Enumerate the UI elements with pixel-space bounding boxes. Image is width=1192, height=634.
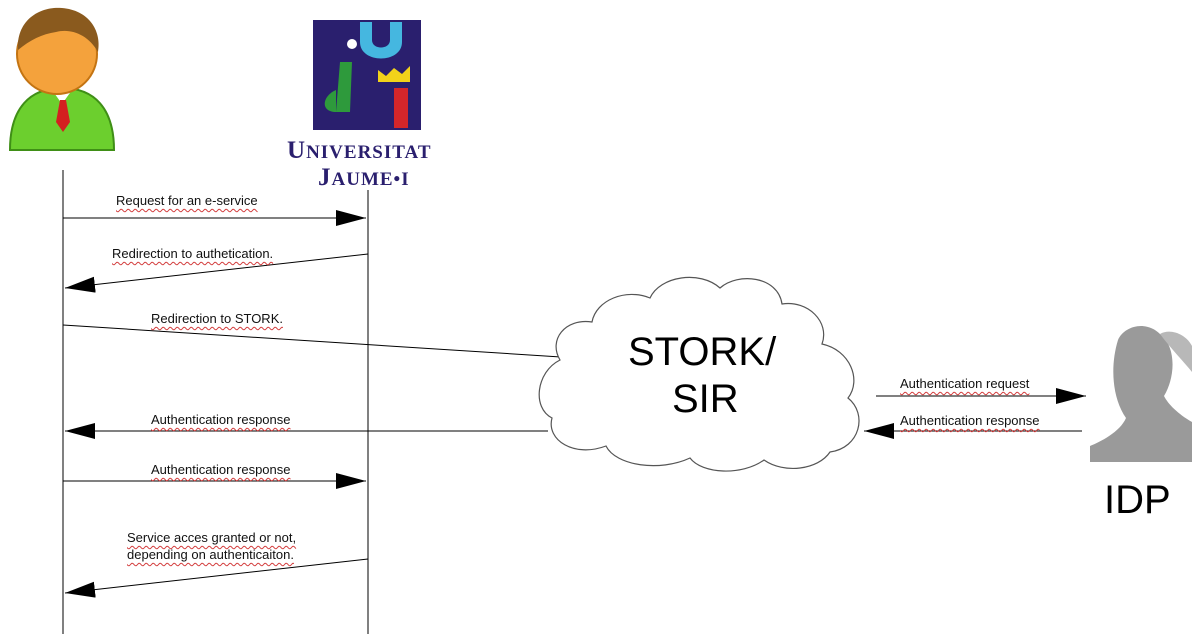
message-redirect-auth: Redirection to authetication. bbox=[112, 246, 274, 261]
message-auth-request-idp: Authentication request bbox=[900, 376, 1030, 391]
message-access-granted: Service acces granted or not, depending … bbox=[127, 529, 296, 563]
user-avatar-icon bbox=[8, 7, 116, 151]
arrow-redirect-stork bbox=[62, 324, 593, 366]
message-auth-response-uni: Authentication response bbox=[151, 462, 291, 477]
arrow-redirect-auth bbox=[64, 253, 369, 293]
message-auth-response-cloud: Authentication response bbox=[900, 413, 1040, 428]
idp-label: IDP bbox=[1104, 478, 1171, 522]
arrow-access-granted bbox=[64, 558, 369, 598]
university-name-line1: UNIVERSITAT bbox=[287, 137, 432, 164]
cloud-label-line1: STORK/ bbox=[628, 330, 777, 374]
cloud-label-line2: SIR bbox=[672, 377, 739, 421]
idp-person-icon bbox=[1090, 322, 1192, 462]
university-name-line2: JAUME•I bbox=[318, 164, 410, 191]
message-auth-response-user: Authentication response bbox=[151, 412, 291, 427]
message-redirect-stork: Redirection to STORK. bbox=[151, 311, 283, 326]
stork-cloud bbox=[538, 276, 860, 472]
message-access-granted-line1: Service acces granted or not, bbox=[127, 530, 297, 545]
message-access-granted-line2: depending on authenticaiton. bbox=[127, 547, 294, 562]
university-logo-icon bbox=[313, 20, 421, 130]
message-request-service: Request for an e-service bbox=[116, 193, 258, 208]
